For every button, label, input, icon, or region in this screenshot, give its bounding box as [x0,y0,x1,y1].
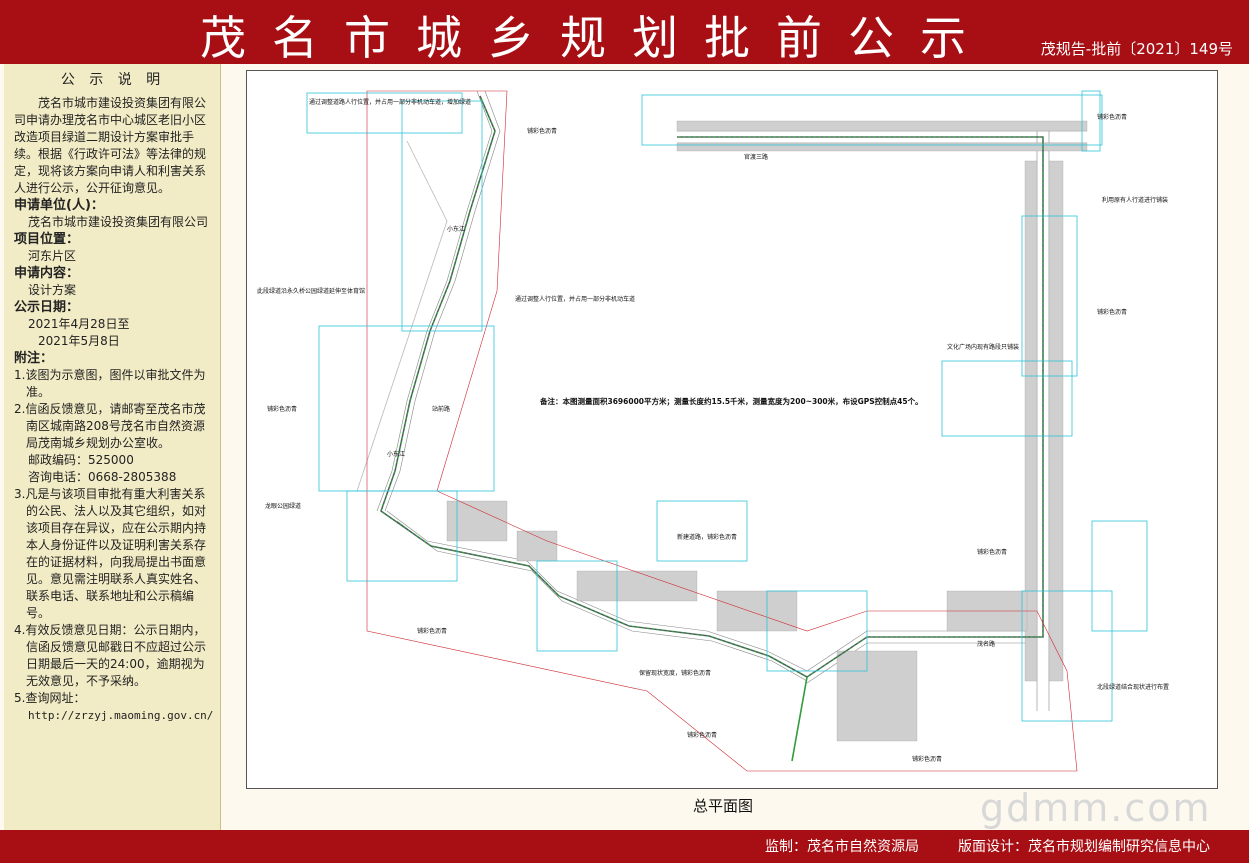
period-end: 2021年5月8日 [38,334,120,348]
applicant-label: 申请单位(人)： [14,198,104,213]
phone-value: 0668-2805388 [88,470,177,484]
site-plan-drawing: 通过调整道路人行位置，并占用一部分非机动车道，增加绿道 铺彩色沥青 铺彩色沥青 … [257,90,1169,772]
note-2: 2.信函反馈意见，请邮寄至茂名市茂南区城南路208号茂名市自然资源局茂南城乡规划… [14,402,206,450]
annotation-8: 文化广场内现有路段只铺装 [947,343,1019,351]
footer-banner: 监制：茂名市自然资源局 版面设计：茂名市规划编制研究信息中心 [0,830,1249,863]
note-4: 4.有效反馈意见日期：公示日期内，信函反馈意见邮戳日不应超过公示日期最后一天的2… [14,623,207,688]
annotation-11: 龙眼公园绿道 [265,502,301,510]
annotation-16: 北段绿道结合现状进行布置 [1097,683,1169,691]
annotation-12: 铺彩色沥青 [417,627,447,635]
road-label-5: 茂名路 [977,640,995,648]
annotation-15: 铺彩色沥青 [687,731,717,739]
annotation-10: 铺彩色沥青 [977,548,1007,556]
road-labels: 小东江 小东江 站前路 官渡三路 茂名路 [387,153,995,648]
content-value: 设计方案 [28,283,77,297]
period-label: 公示日期： [14,300,80,315]
note-5: 5.查询网址： [14,691,86,705]
road-label-4: 官渡三路 [744,153,768,161]
annotation-9: 铺彩色沥青 [267,405,297,413]
annotation-14: 新建道路，铺彩色沥青 [677,533,737,541]
road-label-1: 小东江 [447,225,465,233]
postcode-value: 525000 [88,453,134,467]
callout-boxes [306,90,1148,722]
header-banner: 茂名市城乡规划批前公示 茂规告-批前〔2021〕149号 [0,0,1249,65]
note-1: 1.该图为示意图，图件以审批文件为准。 [14,368,206,399]
watermark-logo: gdmm.com [980,786,1212,830]
query-url[interactable]: http://zrzyj.maoming.gov.cn/ [28,709,214,722]
building-blocks [446,120,1088,742]
road-label-2: 小东江 [387,450,405,458]
greenway-route [380,95,1044,678]
map-annotations: 通过调整道路人行位置，并占用一部分非机动车道，增加绿道 铺彩色沥青 铺彩色沥青 … [257,98,1169,763]
location-value: 河东片区 [28,249,77,263]
greenway-south-branch [791,676,808,762]
map-caption: 总平面图 [693,797,754,815]
phone-label: 咨询电话： [28,470,89,484]
annotation-2: 铺彩色沥青 [527,127,557,135]
page-title: 茂名市城乡规划批前公示 [200,11,992,65]
notes-label: 附注： [14,351,54,366]
river-line [356,140,448,492]
footer-design: 版面设计：茂名市规划编制研究信息中心 [958,839,1210,855]
notice-intro: 茂名市城市建设投资集团有限公司申请办理茂名市中心城区老旧小区改造项目绿道二期设计… [14,96,207,195]
annotation-3: 铺彩色沥青 [1097,113,1127,121]
footer-supervision: 监制：茂名市自然资源局 [765,839,919,855]
period-start: 2021年4月28日至 [28,317,130,331]
site-boundary [366,90,1078,772]
notice-heading: 公 示 说 明 [60,72,166,88]
postcode-label: 邮政编码： [28,453,89,467]
annotation-13: 保留现状宽度，铺彩色沥青 [639,669,711,677]
annotation-4: 利用原有人行道进行铺装 [1102,196,1168,204]
annotation-6: 此段绿道沿永久桥公园绿道延伸至体育馆 [257,287,365,295]
content-label: 申请内容： [14,266,80,281]
doc-number: 茂规告-批前〔2021〕149号 [1040,40,1233,58]
road-label-3: 站前路 [432,405,450,413]
annotation-7: 通过调整人行位置，并占用一部分非机动车道 [515,295,635,303]
notice-panel: 公 示 说 明 茂名市城市建设投资集团有限公司申请办理茂名市中心城区老旧小区改造… [4,64,221,830]
location-label: 项目位置： [14,232,80,247]
site-plan-map: 通过调整道路人行位置，并占用一部分非机动车道，增加绿道 铺彩色沥青 铺彩色沥青 … [246,70,1218,789]
map-remark: 备注：本图测量面积3696000平方米；测量长度约15.5千米，测量宽度为200… [539,396,923,407]
annotation-17: 铺彩色沥青 [912,755,942,763]
annotation-1: 通过调整道路人行位置，并占用一部分非机动车道，增加绿道 [309,98,471,106]
applicant-value: 茂名市城市建设投资集团有限公司 [28,215,209,229]
note-3: 3.凡是与该项目审批有重大利害关系的公民、法人以及其它组织，如对该项目存在异议，… [14,487,207,620]
annotation-5: 铺彩色沥青 [1097,308,1127,316]
route-outline [380,95,1044,678]
